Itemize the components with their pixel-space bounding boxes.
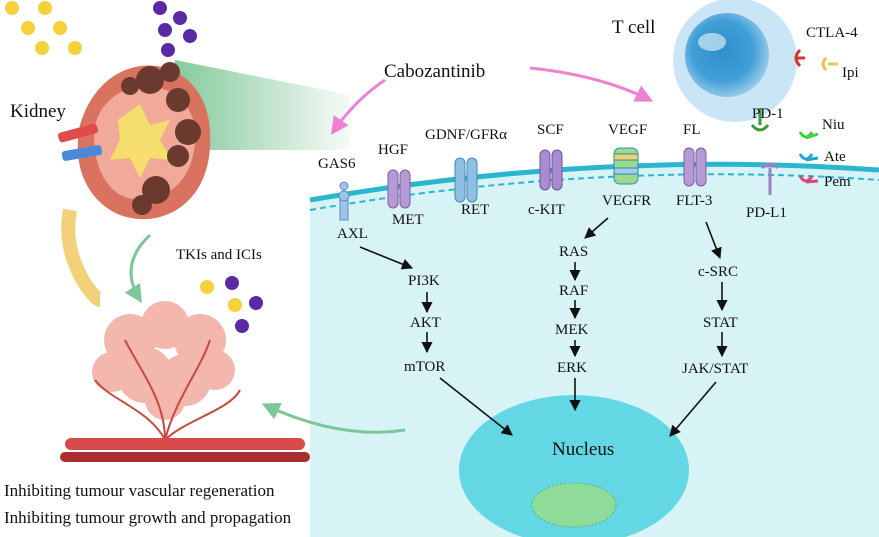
- arrow-vegfr-ras: [584, 217, 609, 239]
- ras-label: RAS: [559, 244, 589, 260]
- t-cell: [673, 0, 797, 122]
- ipi-label: Ipi: [842, 65, 859, 81]
- nucleolus: [531, 482, 617, 528]
- arrow-mtor-nucleus: [439, 377, 513, 436]
- mek-label: MEK: [555, 322, 589, 338]
- flow-arrow-down: [124, 233, 152, 304]
- kidney-beam: [175, 60, 350, 150]
- niu-antibody: [798, 131, 819, 140]
- ret-label: RET: [461, 202, 490, 218]
- arrow-jakstat-nucleus: [669, 381, 717, 437]
- pdl1-label: PD-L1: [746, 205, 787, 221]
- flt3-label: FLT-3: [676, 193, 713, 209]
- ate-antibody: [798, 153, 819, 162]
- niu-label: Niu: [822, 117, 845, 133]
- fl-label: FL: [683, 122, 701, 138]
- mtor-label: mTOR: [404, 359, 446, 375]
- drug-label: Cabozantinib: [384, 61, 486, 82]
- axl-label: AXL: [337, 226, 368, 242]
- arrow-flt3-csrc: [705, 221, 722, 260]
- outcome-2: Inhibiting tumour growth and propagation: [4, 508, 292, 527]
- kidney-label: Kidney: [10, 101, 66, 122]
- pi3k-label: PI3K: [408, 273, 440, 289]
- ctla4-label: CTLA-4: [806, 25, 858, 41]
- kidney-illustration: [58, 62, 211, 307]
- nucleus: [459, 395, 689, 537]
- jakstat-label: JAK/STAT: [682, 361, 749, 377]
- vegf-label: VEGF: [608, 122, 648, 138]
- cell-cytoplasm: [310, 164, 879, 537]
- scf-label: SCF: [537, 122, 564, 138]
- nucleus-label: Nucleus: [552, 439, 615, 460]
- tcell-label: T cell: [612, 17, 656, 38]
- csrc-label: c-SRC: [698, 264, 739, 280]
- gas6-label: GAS6: [318, 156, 356, 172]
- erk-label: ERK: [557, 360, 587, 376]
- pd1-receptor: [750, 108, 770, 132]
- vegfr-receptor: [613, 147, 639, 185]
- dots-top: [5, 1, 197, 57]
- stat-label: STAT: [703, 315, 738, 331]
- dots-mid: [200, 276, 263, 333]
- pdl1-receptor: [760, 162, 780, 195]
- ctla4-receptor: [794, 48, 805, 68]
- ate-label: Ate: [824, 149, 846, 165]
- hgf-label: HGF: [378, 142, 409, 158]
- arrow-axl-pi3k: [359, 246, 414, 270]
- drug-arrow-right: [529, 66, 654, 102]
- tumour-tissue: [60, 301, 310, 462]
- flow-arrow-back: [261, 402, 406, 434]
- ckit-receptor: [539, 149, 563, 191]
- flt3-receptor: [683, 147, 707, 187]
- therapy-label: TKIs and ICIs: [176, 247, 262, 263]
- axl-receptor: [338, 181, 350, 221]
- outcome-1: Inhibiting tumour vascular regeneration: [4, 481, 275, 500]
- gdnf-label: GDNF/GFRα: [425, 127, 508, 143]
- pd1-label: PD-1: [752, 106, 784, 122]
- raf-label: RAF: [559, 283, 589, 299]
- akt-label: AKT: [410, 315, 441, 331]
- ckit-label: c-KIT: [528, 202, 565, 218]
- met-label: MET: [392, 212, 424, 228]
- ipi-antibody: [821, 56, 838, 72]
- met-receptor: [387, 169, 411, 209]
- drug-arrow-left: [330, 78, 386, 135]
- pem-antibody: [798, 175, 819, 184]
- pem-label: Pem: [824, 174, 851, 190]
- ret-receptor: [454, 157, 478, 203]
- vegfr-label: VEGFR: [602, 193, 652, 209]
